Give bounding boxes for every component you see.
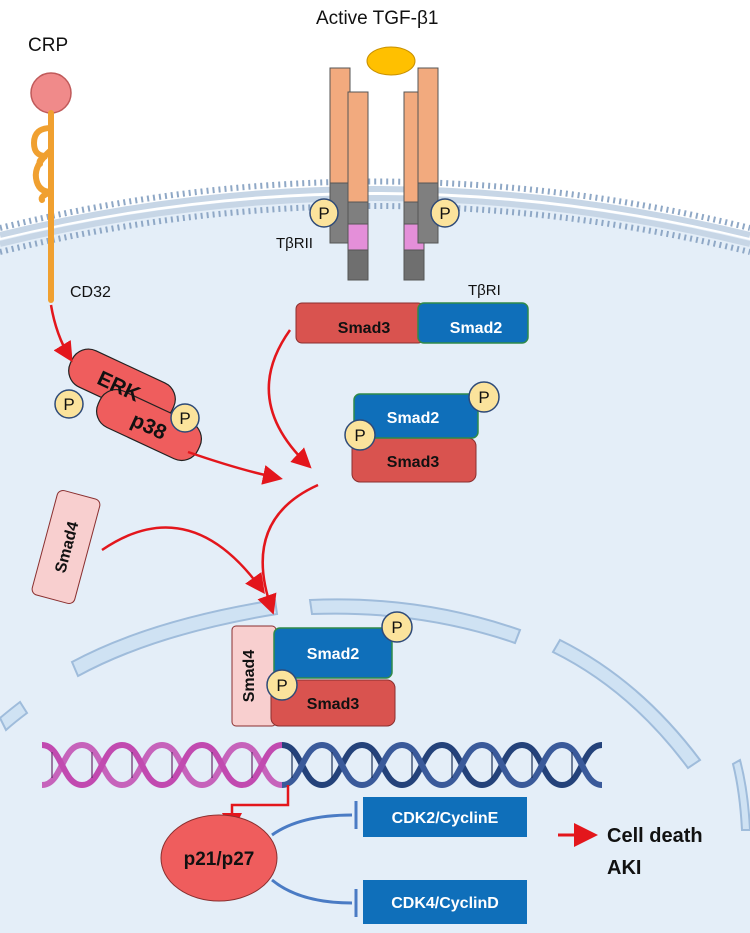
inhibit-cdk2 <box>271 813 353 837</box>
arrow-convergence-to-nucleus <box>257 483 319 615</box>
svg-text:P: P <box>318 204 329 223</box>
tbrii-label: TβRII <box>276 235 313 252</box>
inhibit-cdk4 <box>271 878 353 905</box>
cytoplasm <box>0 195 750 933</box>
cdk2-cyclin-e-box: CDK2/CyclinE <box>363 797 527 837</box>
aki-label: AKI <box>607 857 641 879</box>
tbri-label: TβRI <box>468 282 501 299</box>
activation-arrows <box>49 304 319 833</box>
arrow-p38-to-convergence <box>187 450 283 485</box>
svg-text:CDK2/CyclinE: CDK2/CyclinE <box>392 810 499 827</box>
erk-p38-complex: ERK p38 P P <box>54 348 202 462</box>
svg-text:P: P <box>391 618 402 637</box>
svg-text:P: P <box>478 388 489 407</box>
cd32-label: CD32 <box>70 284 111 301</box>
svg-text:Smad4: Smad4 <box>241 650 258 703</box>
arrow-smad-to-cytoplasm <box>267 329 312 469</box>
receptor-tbrii-left <box>329 67 351 244</box>
arrow-smad4-to-nucleus <box>101 526 265 595</box>
cdk4-cyclin-d-box: CDK4/CyclinD <box>363 880 527 924</box>
receptor-tbri-left <box>347 91 369 281</box>
svg-text:P: P <box>179 409 190 428</box>
nuclear-smad-complex: Smad4 Smad2 Smad3 P P <box>231 611 413 727</box>
svg-text:P: P <box>439 204 450 223</box>
receptor-phospho-left: P <box>309 198 339 228</box>
crp-label: CRP <box>28 35 68 56</box>
crp-molecule <box>30 72 72 114</box>
cd32-receptor <box>30 110 54 303</box>
smad4-free: Smad4 <box>31 489 101 605</box>
receptor-tbrii-right <box>417 67 439 244</box>
receptor-phospho-right: P <box>430 198 460 228</box>
svg-text:Smad2: Smad2 <box>450 320 503 337</box>
svg-text:Smad3: Smad3 <box>387 454 440 471</box>
svg-text:P: P <box>276 676 287 695</box>
arrow-cd32-to-erk <box>49 304 73 363</box>
svg-text:Smad3: Smad3 <box>307 696 360 713</box>
svg-text:p21/p27: p21/p27 <box>184 849 255 870</box>
nuclear-envelope <box>0 598 750 831</box>
p21-p27-node: p21/p27 <box>160 814 278 902</box>
svg-text:CDK4/CyclinD: CDK4/CyclinD <box>391 895 499 912</box>
svg-text:Smad2: Smad2 <box>387 410 440 427</box>
svg-text:Smad3: Smad3 <box>338 320 391 337</box>
svg-text:P: P <box>63 395 74 414</box>
tgf-beta1-ligand <box>366 46 416 76</box>
cell-membrane <box>0 178 750 255</box>
cytoplasmic-psmad2-psmad3: Smad2 Smad3 P P <box>344 381 500 483</box>
dna-helix <box>41 741 603 789</box>
svg-text:Smad2: Smad2 <box>307 646 360 663</box>
smad3-smad2-receptor-complex: Smad3 Smad2 <box>295 302 529 344</box>
svg-text:P: P <box>354 426 365 445</box>
inhibition-arrows <box>271 801 358 917</box>
ligand-label: Active TGF-β1 <box>316 8 439 29</box>
cell-death-label: Cell death <box>607 825 703 847</box>
